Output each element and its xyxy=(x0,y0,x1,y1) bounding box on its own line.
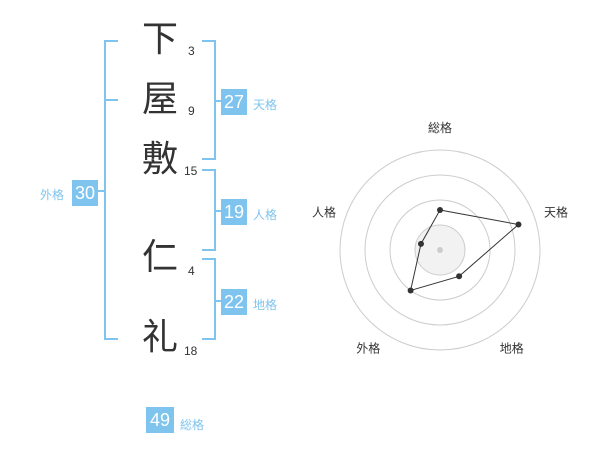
jinkaku-label: 人格 xyxy=(253,208,278,222)
radar-ring-3 xyxy=(364,174,516,326)
stroke-count-4: 4 xyxy=(188,264,195,278)
stroke-count-5: 18 xyxy=(184,344,198,358)
radar-ring-4 xyxy=(339,149,541,351)
radar-axis-label-5: 人格 xyxy=(312,204,336,219)
radar-polygon xyxy=(409,209,520,292)
name-char-1: 下 xyxy=(142,19,179,60)
gaikaku-bracket-connector xyxy=(98,190,106,192)
radar-center xyxy=(437,247,443,253)
name-char-5: 礼 xyxy=(142,317,179,358)
radar-axis-label-1: 総格 xyxy=(428,120,452,135)
chikaku-bracket-connector xyxy=(214,300,222,302)
chikaku-bracket xyxy=(202,258,216,340)
radar-axis-label-3: 地格 xyxy=(500,341,524,356)
radar-axis-label-2: 天格 xyxy=(544,204,568,219)
name-char-4: 仁 xyxy=(142,237,179,278)
gaikaku-bracket xyxy=(104,40,118,340)
chikaku-value: 22 xyxy=(221,289,247,315)
stroke-count-1: 3 xyxy=(188,44,195,58)
jinkaku-value: 19 xyxy=(221,199,247,225)
radar-point-4 xyxy=(407,287,414,294)
radar-point-3 xyxy=(456,273,463,280)
stroke-count-2: 9 xyxy=(188,104,195,118)
jinkaku-bracket-connector xyxy=(214,210,222,212)
radar-point-1 xyxy=(437,207,443,213)
soukaku-value: 49 xyxy=(146,407,174,433)
gaikaku-bracket-tick xyxy=(104,99,118,101)
soukaku-label: 総格 xyxy=(180,418,205,432)
tenkaku-label: 天格 xyxy=(253,98,278,112)
radar-axis-label-4: 外格 xyxy=(356,341,380,356)
gaikaku-value: 30 xyxy=(72,180,98,206)
radar-point-5 xyxy=(417,240,424,247)
tenkaku-value: 27 xyxy=(221,89,247,115)
name-char-3: 敷 xyxy=(142,139,179,180)
chikaku-label: 地格 xyxy=(253,298,278,312)
tenkaku-bracket-connector xyxy=(214,100,222,102)
name-char-2: 屋 xyxy=(142,79,179,120)
gaikaku-label: 外格 xyxy=(40,188,65,202)
radar-point-2 xyxy=(515,221,522,228)
stroke-count-3: 15 xyxy=(184,164,198,178)
